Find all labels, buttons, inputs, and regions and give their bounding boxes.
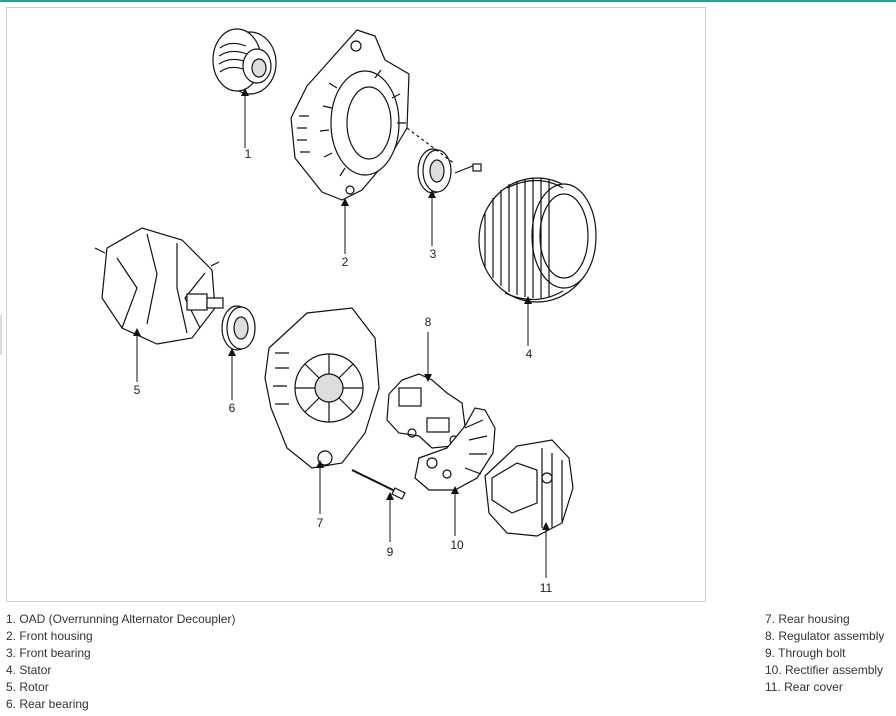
legend-item: 9. Through bolt	[765, 646, 846, 660]
oad-pulley-part	[212, 28, 277, 95]
legend-item: 3. Front bearing	[6, 646, 91, 660]
legend-item: 8. Regulator assembly	[765, 629, 885, 643]
front-bearing-part	[406, 127, 482, 194]
callout-6: 6	[228, 401, 236, 415]
exploded-diagram-frame: 1 2 3 4 5 6 7 8 9 10 11	[6, 7, 706, 602]
callout-8: 8	[424, 315, 432, 329]
legend-item: 11. Rear cover	[765, 680, 843, 694]
callout-3: 3	[429, 247, 437, 261]
legend-item: 1. OAD (Overrunning Alternator Decoupler…	[6, 612, 236, 626]
rectifier-assembly-part	[414, 407, 496, 491]
front-housing-part	[290, 29, 410, 201]
rear-cover-part	[484, 439, 574, 537]
callout-leaders	[133, 88, 550, 578]
callout-2: 2	[341, 255, 349, 269]
callout-1: 1	[244, 147, 252, 161]
legend-item: 5. Rotor	[6, 680, 49, 694]
parts-legend-right: 7. Rear housing 8. Regulator assembly 9.…	[765, 611, 884, 696]
rotor-part	[94, 227, 224, 345]
alternator-exploded-view	[94, 28, 597, 578]
callout-5: 5	[133, 383, 141, 397]
callout-7: 7	[316, 516, 324, 530]
left-edge-marker	[0, 315, 2, 355]
top-accent-line	[0, 0, 896, 2]
legend-item: 2. Front housing	[6, 629, 93, 643]
legend-item: 7. Rear housing	[765, 612, 850, 626]
parts-legend-left: 1. OAD (Overrunning Alternator Decoupler…	[6, 611, 235, 713]
legend-item: 6. Rear bearing	[6, 697, 89, 711]
legend-item: 10. Rectifier assembly	[765, 663, 884, 677]
callout-9: 9	[386, 545, 394, 559]
regulator-assembly-part	[386, 373, 466, 449]
callout-11: 11	[539, 581, 553, 595]
rear-housing-part	[264, 307, 380, 469]
callout-4: 4	[525, 347, 533, 361]
rear-bearing-part	[221, 305, 256, 351]
through-bolt-part	[351, 469, 406, 500]
callout-10: 10	[450, 538, 464, 552]
legend-item: 4. Stator	[6, 663, 52, 677]
stator-part	[478, 177, 597, 303]
